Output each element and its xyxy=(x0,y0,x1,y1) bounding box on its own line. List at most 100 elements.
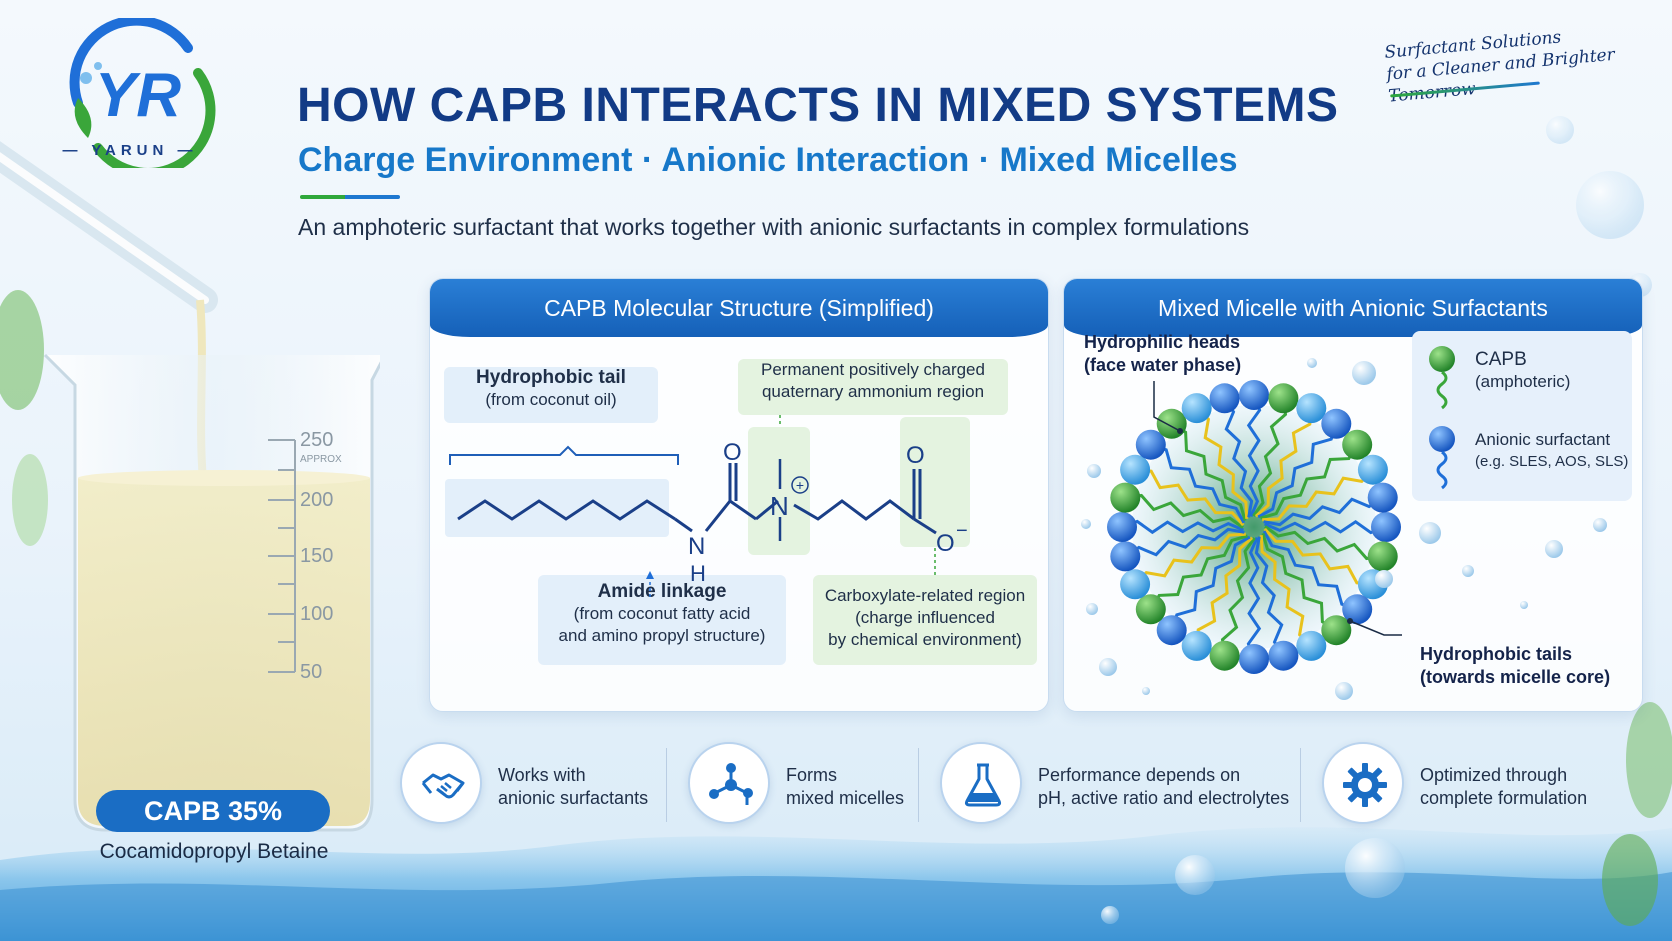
surfactant-head xyxy=(1367,482,1398,513)
surfactant-tail xyxy=(1223,397,1254,518)
page-description: An amphoteric surfactant that works toge… xyxy=(298,214,1250,240)
surfactant-head xyxy=(1135,594,1166,625)
legend-anionic: Anionic surfactant (e.g. SLES, AOS, SLS) xyxy=(1475,430,1629,470)
structure-panel: CAPB Molecular Structure (Simplified) Hy… xyxy=(429,278,1049,712)
mark-250: 250 xyxy=(300,429,333,451)
surfactant-head xyxy=(1156,615,1187,646)
surfactant-tail xyxy=(1170,422,1247,522)
mark-approx: APPROX xyxy=(300,454,342,465)
heads-label: Hydrophilic heads (face water phase) xyxy=(1084,332,1242,375)
surfactant-tail xyxy=(1246,537,1262,660)
water-droplets xyxy=(1081,358,1607,700)
micelle-diagram xyxy=(1081,331,1632,700)
surfactant-tail xyxy=(1254,407,1313,518)
surfactant-tail xyxy=(1149,534,1249,611)
surfactant-head xyxy=(1357,454,1388,485)
surfactant-tail xyxy=(1261,532,1338,632)
surfactant-head xyxy=(1239,380,1269,410)
surfactant-head xyxy=(1107,512,1137,542)
surfactant-tail xyxy=(1125,493,1244,529)
surfactant-tail xyxy=(1262,530,1358,611)
surfactant-head xyxy=(1268,383,1299,414)
surfactant-head xyxy=(1135,429,1166,460)
amide-hydrogen: H xyxy=(690,561,706,586)
surfactant-head xyxy=(1367,541,1398,572)
surfactant-head xyxy=(1156,408,1187,439)
carboxyl-highlight xyxy=(900,417,970,547)
surfactant-tail xyxy=(1252,398,1288,517)
page-subtitle: Charge Environment · Anionic Interaction… xyxy=(298,141,1238,179)
negative-charge: − xyxy=(956,520,968,542)
page-title: HOW CAPB INTERACTS IN MIXED SYSTEMS xyxy=(297,79,1339,132)
mark-200: 200 xyxy=(300,489,333,511)
surfactant-head xyxy=(1342,429,1373,460)
logo-letters: YR xyxy=(95,61,181,130)
surfactant-head xyxy=(1110,541,1141,572)
surfactant-tail xyxy=(1134,532,1246,586)
gear-icon xyxy=(1322,742,1404,824)
feature-text: Optimized through complete formulation xyxy=(1420,765,1588,808)
surfactant-head xyxy=(1296,630,1327,661)
anionic-head-icon xyxy=(1429,426,1455,452)
carbonyl-oxygen: O xyxy=(723,439,742,466)
mark-50: 50 xyxy=(300,661,322,683)
capb-head-icon xyxy=(1429,346,1455,372)
legend-capb: CAPB (amphoteric) xyxy=(1475,349,1571,391)
alkyl-chain xyxy=(457,499,676,521)
surfactant-tail xyxy=(1262,468,1374,522)
brand-logo: YR xyxy=(69,18,216,168)
product-badge: CAPB 35% xyxy=(96,790,330,832)
surfactant-head xyxy=(1239,644,1269,674)
surfactant-tail xyxy=(1195,407,1249,519)
surfactant-head xyxy=(1181,393,1212,424)
molecule-diagram: N H O N + O O − xyxy=(445,415,970,597)
surfactant-head xyxy=(1120,569,1151,600)
mark-100: 100 xyxy=(300,603,333,625)
quat-callout: Permanent positively charged quaternary … xyxy=(738,359,1008,415)
surfactant-head xyxy=(1321,408,1352,439)
mark-150: 150 xyxy=(300,545,333,567)
feature-divider xyxy=(918,748,919,822)
brand-wordmark: — YARUN — xyxy=(62,142,198,159)
beaker-illustration: 250 APPROX 200 150 100 50 xyxy=(0,141,380,832)
surfactant-tail xyxy=(1264,525,1383,561)
surfactant-head xyxy=(1296,393,1327,424)
surfactant-tail xyxy=(1257,423,1338,519)
surfactant-head xyxy=(1371,512,1401,542)
surfactant-head xyxy=(1120,454,1151,485)
surfactant-tail xyxy=(1246,394,1262,517)
feature-divider xyxy=(666,748,667,822)
legend-box xyxy=(1412,331,1632,501)
micelle-core xyxy=(1132,405,1376,649)
flask-icon xyxy=(940,742,1022,824)
product-name: Cocamidopropyl Betaine xyxy=(99,840,329,863)
surfactant-head xyxy=(1181,630,1212,661)
surfactant-head xyxy=(1268,640,1299,671)
surfactant-head xyxy=(1110,482,1141,513)
feature-text: Works with anionic surfactants xyxy=(498,765,649,808)
surfactant-tail xyxy=(1150,443,1246,524)
carboxylate-oxygen: O xyxy=(936,530,955,557)
quaternary-nitrogen: N xyxy=(770,491,789,521)
feature-divider xyxy=(1300,748,1301,822)
amide-callout: Amide linkage (from coconut fatty acid a… xyxy=(538,575,786,665)
surfactant-tail xyxy=(1220,537,1256,656)
surfactant-tail xyxy=(1124,527,1245,558)
feature-text: Forms mixed micelles xyxy=(786,765,905,808)
structure-panel-title: CAPB Molecular Structure (Simplified) xyxy=(430,279,1048,337)
quat-highlight xyxy=(748,427,810,555)
tail-highlight xyxy=(445,479,669,537)
surfactant-tail xyxy=(1259,443,1359,520)
subtitle-rule xyxy=(300,195,400,199)
positive-charge: + xyxy=(796,477,804,493)
micelle-panel: Mixed Micelle with Anionic Surfactants xyxy=(1063,278,1643,712)
surfactant-tail xyxy=(1263,527,1374,586)
surfactant-head xyxy=(1342,594,1373,625)
surfactant-tail xyxy=(1134,468,1245,527)
micelle xyxy=(1107,380,1401,674)
handshake-icon xyxy=(400,742,482,824)
tails-label: Hydrophobic tails (towards micelle core) xyxy=(1420,644,1611,687)
propyl-spacer xyxy=(793,499,915,521)
tail-brace xyxy=(449,445,679,465)
